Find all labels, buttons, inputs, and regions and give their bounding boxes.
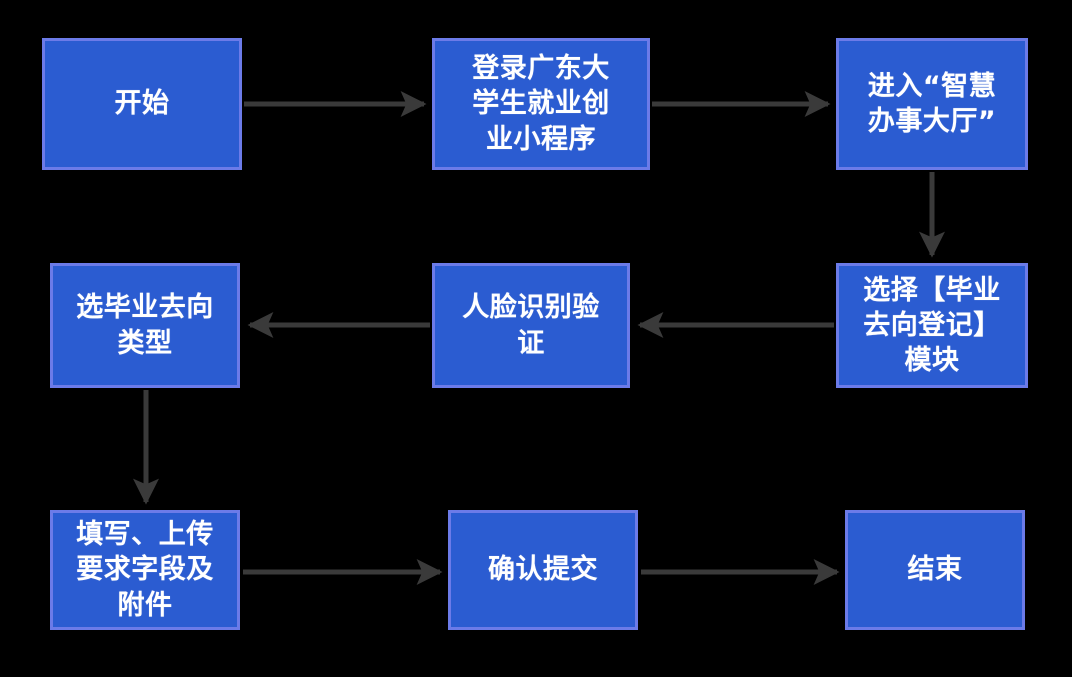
flow-node-face-recognition[interactable]: 人脸识别验 证 (432, 263, 630, 388)
flow-node-label: 结束 (907, 554, 963, 586)
flow-node-label: 进入“智慧 办事大厅” (867, 70, 997, 137)
flow-node-label: 确认提交 (488, 554, 598, 586)
flow-node-login-miniprogram[interactable]: 登录广东大 学生就业创 业小程序 (432, 38, 650, 170)
flow-node-label: 人脸识别验 证 (462, 292, 600, 359)
flow-node-fill-upload-fields[interactable]: 填写、上传 要求字段及 附件 (50, 510, 240, 630)
flow-node-label: 填写、上传 要求字段及 附件 (76, 519, 214, 621)
flow-node-label: 开始 (114, 88, 170, 120)
flow-node-select-destination-type[interactable]: 选毕业去向 类型 (50, 263, 240, 388)
flow-node-select-graduation-module[interactable]: 选择【毕业 去向登记】 模块 (836, 263, 1028, 388)
flow-node-label: 选择【毕业 去向登记】 模块 (863, 274, 1001, 377)
flow-node-label: 登录广东大 学生就业创 业小程序 (472, 53, 610, 155)
flow-node-label: 选毕业去向 类型 (76, 292, 214, 359)
flow-node-end[interactable]: 结束 (845, 510, 1025, 630)
flow-node-confirm-submit[interactable]: 确认提交 (448, 510, 638, 630)
flow-node-enter-smart-hall[interactable]: 进入“智慧 办事大厅” (836, 38, 1028, 170)
flow-node-start[interactable]: 开始 (42, 38, 242, 170)
